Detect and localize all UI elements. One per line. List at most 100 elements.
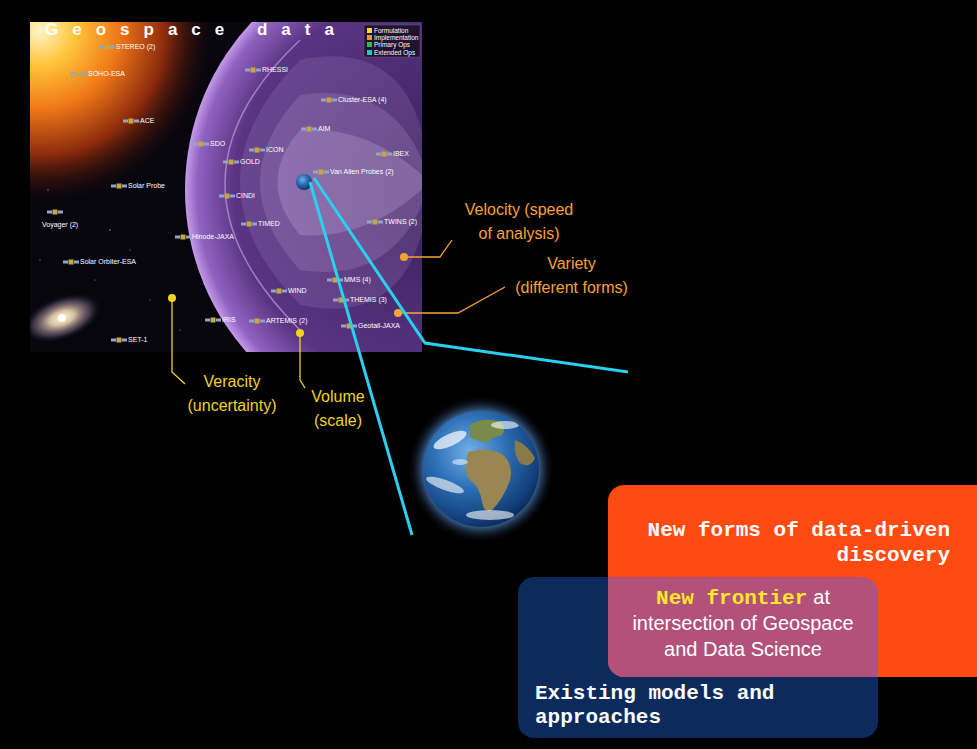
- leader-dots: [168, 294, 176, 302]
- satellite-icons: [111, 338, 127, 343]
- mission-label: TIMED: [258, 220, 280, 228]
- mission-label: GOLD: [240, 158, 260, 166]
- mission-label: WIND: [288, 287, 307, 295]
- big-earth: [466, 449, 511, 511]
- satellite-icons: [47, 45, 392, 343]
- frontier-heading: New frontier: [656, 587, 807, 610]
- mission-label: ICON: [266, 146, 284, 154]
- satellite-icons: [175, 235, 191, 240]
- mission-label: CINDI: [236, 192, 255, 200]
- leader-dots: [296, 329, 304, 337]
- legend-row: Primary Ops: [367, 41, 410, 48]
- legend-swatch: [367, 28, 372, 33]
- big-earth: [491, 421, 519, 429]
- leader-lines: [398, 287, 505, 313]
- satellite-icons: [47, 210, 63, 215]
- legend-row: Implementation: [367, 34, 418, 41]
- leader-lines: [172, 298, 185, 384]
- magnetosphere-disk: [185, 22, 422, 352]
- legend-box: [364, 25, 420, 57]
- stars: [109, 229, 110, 230]
- magnetosphere-shells: [240, 56, 422, 308]
- satellite-icons: [341, 324, 357, 329]
- big-earth: [515, 440, 535, 465]
- legend-text: Extended Ops: [374, 49, 415, 56]
- magnetosphere-shells: [278, 130, 423, 236]
- satellite-icons: [123, 119, 139, 124]
- zoom-lines: [314, 178, 628, 372]
- legend-row: Extended Ops: [367, 49, 415, 56]
- leader-lines: [404, 240, 452, 257]
- box-text: Existing models and approaches: [535, 682, 861, 730]
- satellite-icons: [376, 152, 392, 157]
- zoom-lines: [310, 178, 628, 535]
- satellite-icons: [333, 298, 349, 303]
- big-earth: [424, 420, 535, 520]
- mission-label: THEMIS (3): [350, 296, 387, 304]
- legend-text: Formulation: [374, 27, 408, 34]
- satellite-icons: [301, 127, 317, 132]
- satellite-icons: [313, 170, 329, 175]
- legend-swatch: [367, 42, 372, 47]
- callout-label: Volume (scale): [302, 385, 374, 433]
- legend-text: Primary Ops: [374, 41, 410, 48]
- satellite-icons: [245, 68, 261, 73]
- big-earth: [431, 427, 469, 453]
- satellite-icons: [271, 289, 287, 294]
- mission-label: Solar Orbiter-ESA: [80, 258, 136, 266]
- mission-label: Cluster-ESA (4): [338, 96, 387, 104]
- satellite-icons: [241, 222, 257, 227]
- mission-label: Hinode-JAXA: [192, 233, 234, 241]
- magnetosphere-shells: [225, 40, 422, 330]
- satellite-icons: [99, 45, 115, 50]
- mission-label: STEREO (2): [116, 43, 155, 51]
- mission-label: ACE: [140, 117, 154, 125]
- mission-label: IRIS: [222, 316, 236, 324]
- stars: [39, 259, 40, 260]
- mission-label: AIM: [318, 125, 330, 133]
- discovery-box: New frontierat intersection of Geospace …: [608, 485, 977, 677]
- leader-lines: [300, 333, 305, 388]
- satellite-icons: [249, 319, 265, 324]
- mission-label: RHESSI: [262, 66, 288, 74]
- mission-label: Geotail-JAXA: [358, 322, 400, 330]
- mission-label: Voyager (2): [42, 221, 78, 229]
- legend-swatch: [367, 50, 372, 55]
- mission-label: MMS (4): [344, 276, 371, 284]
- satellite-icons: [327, 278, 343, 283]
- galaxy-core: [58, 314, 66, 322]
- frontier-overlap: New frontierat intersection of Geospace …: [608, 577, 878, 677]
- mission-label: ARTEMIS (2): [266, 317, 308, 325]
- magnetosphere-shells: [260, 93, 422, 272]
- mission-label: TWINS (2): [384, 218, 417, 226]
- satellite-icons: [205, 318, 221, 323]
- stars: [179, 329, 180, 330]
- text-block: Existing models and approaches: [535, 682, 861, 730]
- panel-title: Geospace data: [45, 20, 348, 40]
- mission-label: SOHO-ESA: [88, 70, 125, 78]
- big-earth: [407, 395, 555, 543]
- callout-label: Velocity (speed of analysis): [458, 198, 580, 246]
- satellite-icons: [193, 142, 209, 147]
- callout-label: Veracity (uncertainty): [182, 370, 282, 418]
- big-earth: [466, 510, 514, 520]
- satellite-icons: [223, 160, 239, 165]
- satellite-icons: [63, 260, 79, 265]
- satellite-icons: [321, 98, 337, 103]
- stars: [149, 299, 150, 300]
- zoom-lines: [310, 182, 412, 535]
- mission-label: SDO: [210, 140, 225, 148]
- big-earth: [424, 473, 465, 496]
- legend-swatch: [367, 35, 372, 40]
- satellite-icons: [71, 72, 87, 77]
- big-earth: [452, 459, 468, 465]
- mission-label: SET-1: [128, 336, 147, 344]
- small-earth: [296, 174, 312, 190]
- leader-dots: [400, 253, 408, 261]
- box-text: New forms of data-driven discovery: [635, 518, 950, 568]
- mission-label: Solar Probe: [128, 182, 165, 190]
- callout-label: Variety (different forms): [514, 252, 629, 300]
- satellite-icons: [219, 194, 235, 199]
- magnetosphere-shells: [225, 40, 300, 330]
